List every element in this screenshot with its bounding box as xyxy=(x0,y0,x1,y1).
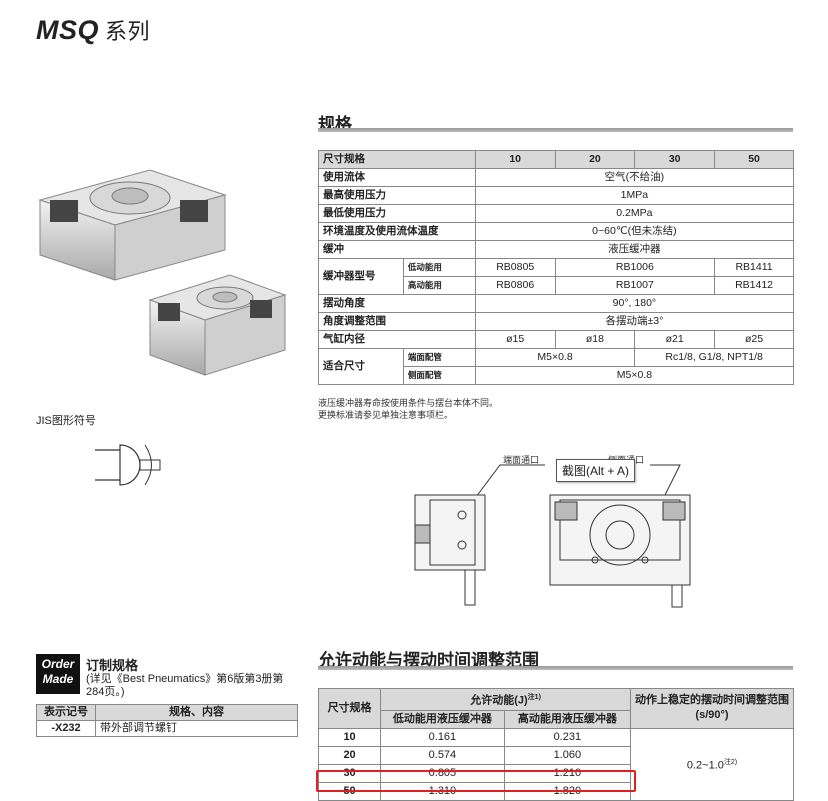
energy-section-title: 允许动能与摆动时间调整范围 xyxy=(318,651,539,670)
energy-section-bar xyxy=(318,666,793,670)
spec-row-swing: 摆动角度 90°, 180° xyxy=(318,294,795,313)
spec-row-min-pressure: 最低使用压力 0.2MPa xyxy=(318,204,795,223)
spec-row-fluid: 使用流体 空气(不给油) xyxy=(318,168,795,187)
energy-row-10: 10 0.161 0.231 0.2~1.0注2) xyxy=(317,727,795,801)
jis-label: JIS图形符号 xyxy=(36,415,96,427)
order-table: 表示记号 规格、内容 -X232 带外部调节螺钉 xyxy=(36,704,298,737)
spec-table: 尺寸规格 10 20 30 50 使用流体 空气(不给油) 最高使用压力 1MP… xyxy=(318,150,795,385)
energy-header-row-1: 尺寸规格 允许动能(J)注1) 动作上稳定的摆动时间调整范围(s/90°) xyxy=(317,688,795,729)
series-suffix: 系列 xyxy=(105,19,151,44)
large-actuator xyxy=(38,169,227,281)
small-actuator xyxy=(148,274,287,376)
series-model: MSQ xyxy=(36,15,100,45)
spec-row-angle-adj: 角度调整范围 各摆动端±3° xyxy=(318,312,795,331)
spec-row-max-pressure: 最高使用压力 1MPa xyxy=(318,186,795,205)
spec-section-bar xyxy=(318,128,793,132)
selection-highlight xyxy=(316,770,636,792)
spec-row-bore: 气缸内径 ø15 ø18 ø21 ø25 xyxy=(318,330,794,349)
energy-row-30: 30 0.805 1.210 xyxy=(317,763,794,783)
port-diagram xyxy=(414,464,691,608)
spec-row-port-end: 适合尺寸 端面配管 M5×0.8 Rc1/8, G1/8, NPT1/8 xyxy=(318,348,794,385)
spec-notes: 液压缓冲器寿命按使用条件与摆台本体不同。 更换标准请参见单独注意事项栏。 xyxy=(318,398,499,420)
spec-row-temp: 环境温度及使用流体温度 0~60℃(但未冻结) xyxy=(318,222,795,241)
energy-table: 尺寸规格 允许动能(J)注1) 动作上稳定的摆动时间调整范围(s/90°) 低动… xyxy=(317,688,795,801)
order-made-badge: Order Made xyxy=(36,654,80,694)
spec-row-cushion: 缓冲 液压缓冲器 xyxy=(318,240,795,259)
end-port-label: 端面通口 xyxy=(503,455,540,465)
spec-row-cushion-low: 缓冲器型号 低动能用 RB0805 RB1006 RB1411 xyxy=(318,258,794,295)
product-photo xyxy=(38,169,287,376)
order-header-row: 表示记号 规格、内容 xyxy=(36,704,298,721)
screenshot-tooltip: 截图(Alt + A) xyxy=(556,459,636,482)
jis-symbol xyxy=(95,444,161,486)
order-desc: (详见《Best Pneumatics》第6版第3册第284页。) xyxy=(86,673,284,698)
spec-row-port-side: 侧面配管 M5×0.8 xyxy=(319,366,795,385)
order-row: -X232 带外部调节螺钉 xyxy=(36,720,298,737)
order-title: 订制规格 xyxy=(86,658,139,673)
spec-header-row: 尺寸规格 10 20 30 50 xyxy=(318,150,794,169)
